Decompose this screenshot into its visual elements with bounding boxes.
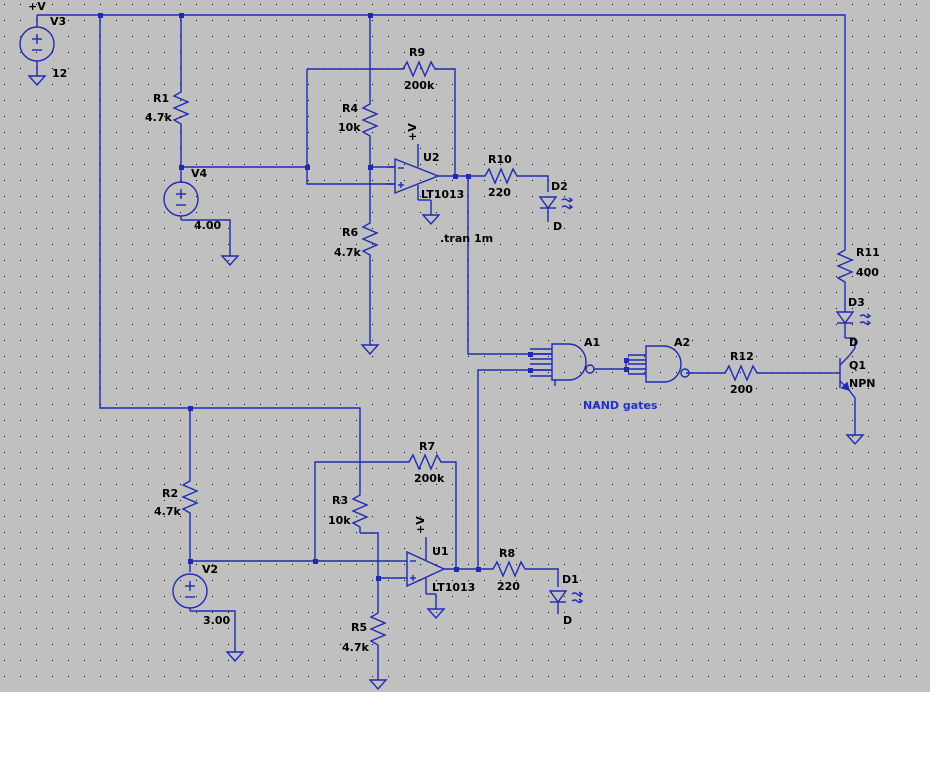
led-d2[interactable] xyxy=(538,196,574,222)
d2-value-label: D xyxy=(553,220,562,233)
r8-ref-label: R8 xyxy=(499,547,515,560)
opamp-u1[interactable] xyxy=(406,537,446,620)
u1-supply-label: +V xyxy=(414,516,427,534)
v4-ref-label: V4 xyxy=(191,167,208,180)
d3-value-label: D xyxy=(849,336,858,349)
r9-ref-label: R9 xyxy=(409,46,425,59)
led-d3[interactable] xyxy=(835,306,872,339)
r3-ref-label: R3 xyxy=(332,494,348,507)
r8-value-label: 220 xyxy=(497,580,520,593)
sim-directive[interactable]: .tran 1m xyxy=(440,232,493,245)
d1-ref-label: D1 xyxy=(562,573,579,586)
resistor-r10[interactable] xyxy=(480,167,522,185)
r10-value-label: 220 xyxy=(488,186,511,199)
resistor-r2[interactable] xyxy=(181,476,199,518)
u2-value-label: LT1013 xyxy=(421,188,464,201)
resistor-r6[interactable] xyxy=(360,218,380,356)
voltage-source-v4[interactable] xyxy=(163,180,240,267)
supply-net-label: +V xyxy=(28,0,46,13)
r1-value-label: 4.7k xyxy=(145,111,172,124)
transistor-q1[interactable] xyxy=(832,355,865,446)
d2-ref-label: D2 xyxy=(551,180,568,193)
voltage-source-v3[interactable] xyxy=(19,26,55,87)
u1-value-label: LT1013 xyxy=(432,581,475,594)
q1-ref-label: Q1 xyxy=(849,359,866,372)
u2-ref-label: U2 xyxy=(423,151,440,164)
d3-ref-label: D3 xyxy=(848,296,865,309)
resistor-r12[interactable] xyxy=(720,364,762,382)
a1-ref-label: A1 xyxy=(584,336,600,349)
r2-ref-label: R2 xyxy=(162,487,178,500)
nand-gates-annotation[interactable]: NAND gates xyxy=(583,399,658,412)
v3-value-label: 12 xyxy=(52,67,67,80)
r11-ref-label: R11 xyxy=(856,246,880,259)
voltage-source-v2[interactable] xyxy=(172,573,245,663)
resistor-r5[interactable] xyxy=(368,608,388,691)
opamp-u2[interactable] xyxy=(387,144,441,226)
r12-value-label: 200 xyxy=(730,383,753,396)
r7-ref-label: R7 xyxy=(419,440,435,453)
grid-dots xyxy=(0,0,930,692)
resistor-r3[interactable] xyxy=(351,490,369,533)
wires xyxy=(36,14,856,680)
r4-value-label: 10k xyxy=(338,121,361,134)
nand-gate-a2[interactable] xyxy=(628,345,690,383)
resistor-r1[interactable] xyxy=(172,87,190,129)
nand-gate-a1[interactable] xyxy=(530,343,595,386)
r9-value-label: 200k xyxy=(404,79,435,92)
r2-value-label: 4.7k xyxy=(154,505,181,518)
led-d1[interactable] xyxy=(548,590,584,614)
r7-value-label: 200k xyxy=(414,472,445,485)
r6-ref-label: R6 xyxy=(342,226,358,239)
r4-ref-label: R4 xyxy=(342,102,358,115)
d1-value-label: D xyxy=(563,614,572,627)
resistor-r4[interactable] xyxy=(361,99,379,141)
v2-ref-label: V2 xyxy=(202,563,218,576)
v4-value-label: 4.00 xyxy=(194,219,221,232)
resistor-r9[interactable] xyxy=(398,60,440,78)
v3-ref-label: V3 xyxy=(50,15,66,28)
r5-ref-label: R5 xyxy=(351,621,367,634)
resistor-r8[interactable] xyxy=(488,560,530,578)
r11-value-label: 400 xyxy=(856,266,879,279)
r6-value-label: 4.7k xyxy=(334,246,361,259)
r5-value-label: 4.7k xyxy=(342,641,369,654)
resistor-r7[interactable] xyxy=(404,453,446,471)
resistor-r11[interactable] xyxy=(836,245,854,287)
r10-ref-label: R10 xyxy=(488,153,512,166)
q1-value-label: NPN xyxy=(849,377,875,390)
u1-ref-label: U1 xyxy=(432,545,449,558)
r3-value-label: 10k xyxy=(328,514,351,527)
v2-value-label: 3.00 xyxy=(203,614,230,627)
a2-ref-label: A2 xyxy=(674,336,690,349)
u2-supply-label: +V xyxy=(406,123,419,141)
r12-ref-label: R12 xyxy=(730,350,754,363)
r1-ref-label: R1 xyxy=(153,92,169,105)
schematic-canvas[interactable]: +V V3 12 R1 4.7k V4 4.00 R4 10k R6 4.7k … xyxy=(0,0,930,692)
